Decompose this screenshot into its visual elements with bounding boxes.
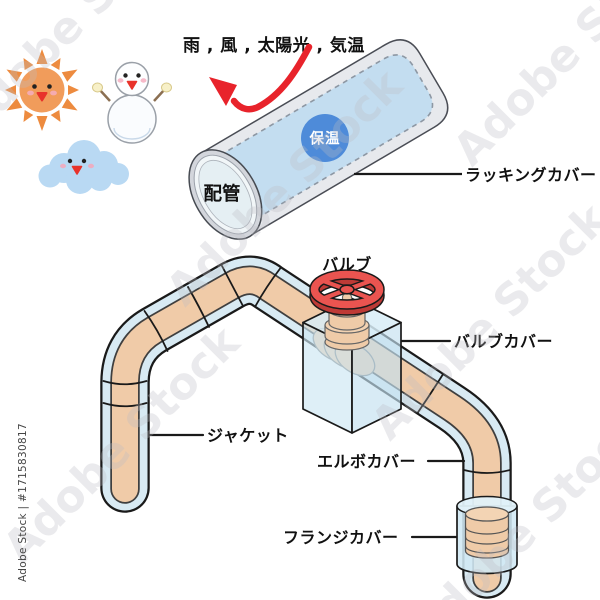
valve-handwheel-icon bbox=[309, 269, 385, 316]
flange-discs bbox=[464, 506, 510, 559]
cloud-icon bbox=[38, 140, 129, 194]
elbow-cover-label: エルボカバー bbox=[317, 452, 416, 471]
pipe-end-label: 配管 bbox=[203, 183, 240, 205]
pipe-assembly: バルブ バルブカバー ジャケット エルボカバー フランジカバー bbox=[100, 255, 553, 599]
flange-cover-label: フランジカバー bbox=[283, 528, 399, 547]
snowman-icon bbox=[92, 61, 172, 144]
weather-arrow-icon bbox=[209, 43, 313, 113]
insulation-badge bbox=[301, 114, 349, 162]
valve-cover-label: バルブカバー bbox=[454, 332, 553, 351]
insulated-pipe-cylinder: 配管 保温 ラッキングカバー bbox=[188, 39, 597, 240]
sun-icon bbox=[3, 49, 81, 131]
jacket-seams bbox=[102, 265, 511, 474]
weather-factors-text: 雨 , 風 , 太陽光 , 気温 bbox=[183, 35, 365, 56]
flange-cover bbox=[456, 495, 518, 575]
insulation-badge-label: 保温 bbox=[309, 130, 341, 148]
valve-label: バルブ bbox=[322, 255, 372, 274]
pipe-core bbox=[112, 267, 500, 591]
weather-icons bbox=[3, 49, 172, 194]
lagging-cover-label: ラッキングカバー bbox=[465, 166, 597, 185]
jacket-label: ジャケット bbox=[207, 426, 289, 445]
